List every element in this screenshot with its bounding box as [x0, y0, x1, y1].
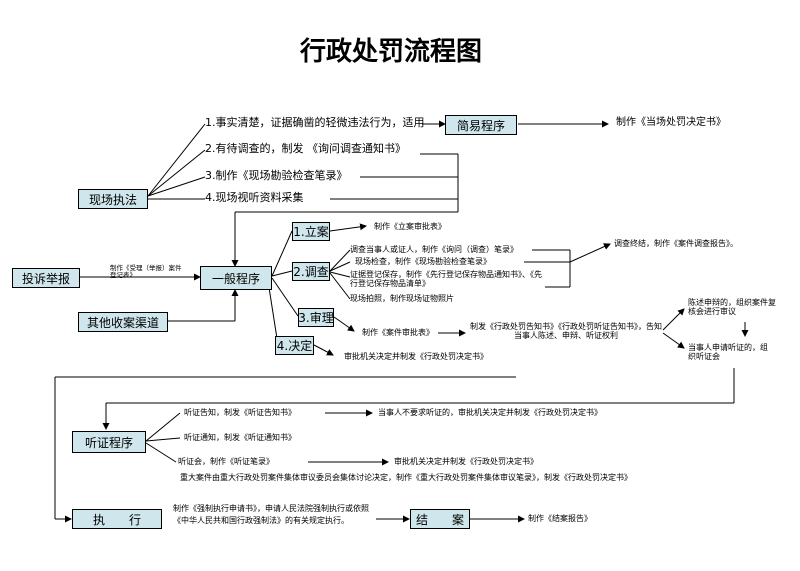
arrow-to-hearing-request — [662, 332, 685, 349]
text-hearing-1: 听证告知，制发《听证告知书》 — [184, 408, 296, 417]
text-onsite-decision: 制作《当场处罚决定书》 — [616, 117, 726, 128]
text-hearing-2: 听证通知，制发《听证通知书》 — [184, 433, 296, 442]
text-field-3: 3.制作《现场勘验检查笔录》 — [205, 169, 348, 182]
text-inv-end: 调查终结，制作《案件调查报告》。 — [614, 239, 738, 248]
box-hearing-procedure: 听证程序 — [72, 431, 146, 453]
box-complaint-report: 投诉举报 — [12, 268, 80, 288]
box-simple-procedure: 简易程序 — [445, 115, 517, 135]
connector-field-2 — [147, 149, 206, 197]
connector-general-decision — [267, 280, 279, 346]
text-field-4: 4.现场视听资料采集 — [205, 191, 304, 204]
arrow-filing-form — [329, 223, 367, 232]
connector-inv-2 — [329, 261, 351, 272]
box-execution: 执 行 — [72, 509, 162, 529]
text-inv-2: 现场检查，制作《现场勘验检查笔录》 — [355, 257, 491, 266]
box-review: 3.审理 — [298, 308, 334, 327]
text-major-case: 重大案件由重大行政处罚案件集体审议委员会集体讨论决定，制作《重大行政处罚案件集体… — [180, 473, 632, 482]
text-filing-form: 制作《立案审批表》 — [374, 222, 446, 231]
page-title: 行政处罚流程图 — [300, 37, 483, 67]
box-other-channels: 其他收案渠道 — [78, 312, 168, 332]
connector-field-3 — [147, 176, 206, 197]
connector-general-review — [271, 277, 299, 317]
text-defense: 陈述申辩的，组织案件复核会进行审议 — [688, 298, 776, 317]
connector-hearing-3 — [145, 442, 177, 463]
box-case-closure: 结 案 — [410, 509, 470, 529]
text-execution: 制作《强制执行申请书》，申请人民法院强制执行或依照《中华人民共和国行政强制法》的… — [173, 504, 369, 525]
text-field-2: 2.有待调查的，制发 《询问调查通知书》 — [205, 142, 406, 155]
text-inv-4: 现场拍照，制作现场证物照片 — [350, 294, 454, 303]
text-notice: 制发《行政处罚告知书》《行政处罚听证告知书》，告知当事人陈述、申辩、听证权利 — [470, 322, 662, 341]
text-inv-1: 调查当事人或证人，制作《询问（调查）笔录》 — [350, 245, 518, 254]
box-field-enforcement: 现场执法 — [78, 189, 148, 209]
text-complaint-note: 制作《受理（举报）案件登记表》 — [110, 264, 182, 280]
box-filing: 1.立案 — [292, 222, 330, 241]
box-investigation: 2.调查 — [292, 262, 330, 281]
arrow-to-defense — [662, 308, 685, 331]
connector-inv-1 — [329, 249, 351, 272]
text-closure-report: 制作《结案报告》 — [528, 514, 592, 523]
text-hearing-request: 当事人申请听证的，组织听证会 — [688, 343, 768, 362]
text-decision: 审批机关决定并制发《行政处罚决定书》 — [344, 352, 488, 361]
text-hearing-1-result: 当事人不要求听证的，审批机关决定并制发《行政处罚决定书》 — [378, 408, 602, 417]
connector-hearing-2 — [145, 437, 181, 442]
text-hearing-3-result: 审批机关决定并制发《行政处罚决定书》 — [394, 457, 538, 466]
connector-inv-3 — [329, 271, 351, 278]
arrow-inv-end — [569, 243, 611, 263]
text-hearing-3: 听证会，制作《听证笔录》 — [178, 457, 274, 466]
arrow-decision — [313, 344, 334, 356]
text-field-1: 1.事实清楚，证据确凿的轻微违法行为，适用 — [205, 116, 425, 129]
text-inv-3: 证据登记保存，制作《先行登记保存物品通知书》、《先行登记保存物品清单》 — [350, 270, 542, 289]
box-general-procedure: 一般程序 — [200, 266, 272, 290]
connector-general-filing — [271, 230, 293, 277]
connector-hearing-1 — [145, 412, 181, 442]
connector-field-1 — [147, 123, 206, 197]
arrow-review-form — [333, 316, 355, 332]
text-review-form: 制作《案件审批表》 — [362, 328, 434, 337]
box-decision: 4.决定 — [275, 336, 314, 355]
connector-inv-4 — [329, 272, 351, 300]
connector-general-investigation — [271, 270, 293, 277]
